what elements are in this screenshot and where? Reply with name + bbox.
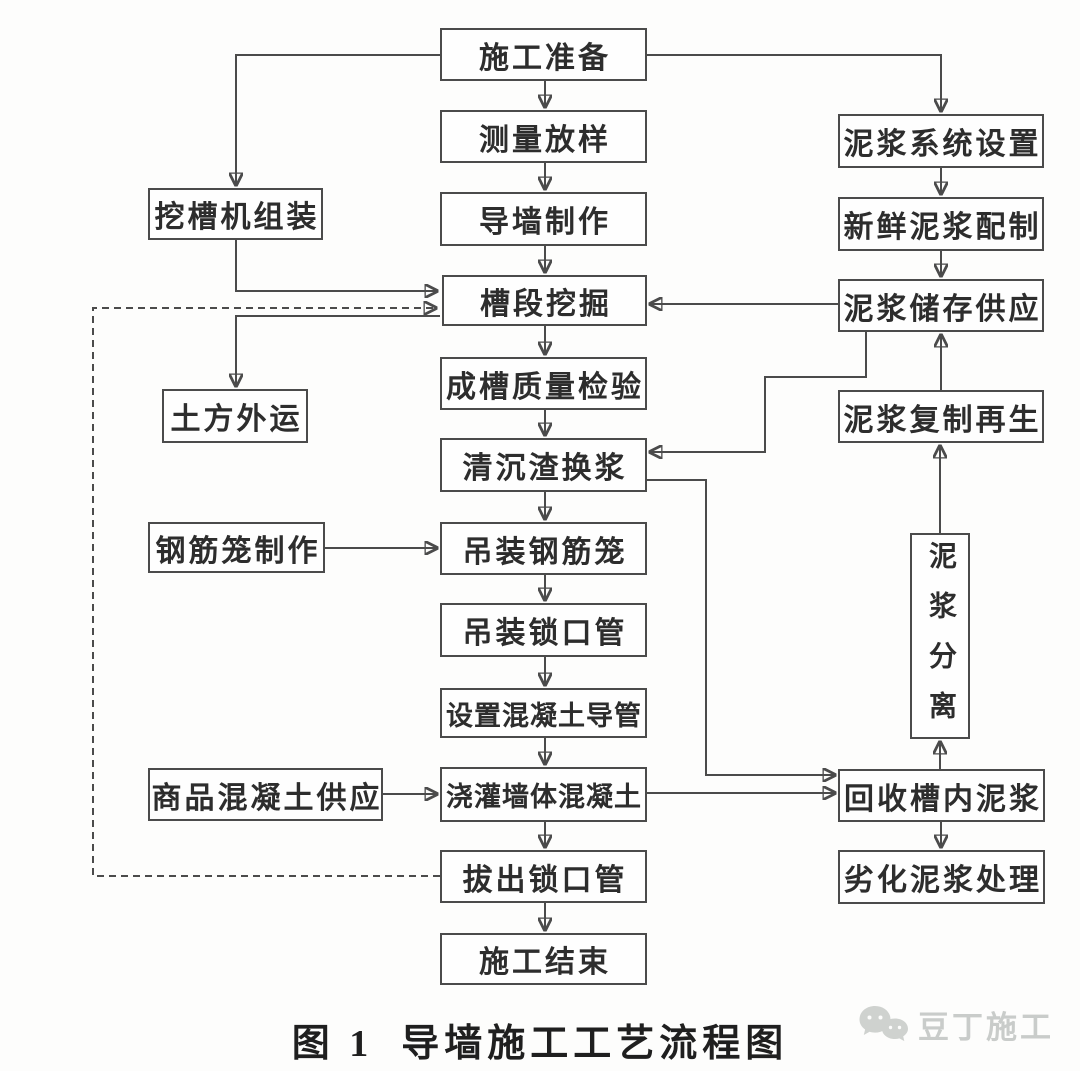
- edge-prep-slurry-system: [647, 54, 941, 111]
- edge-clean-slurry-recover-slurry: [647, 479, 835, 775]
- node-degraded-slurry: 劣化泥浆处理: [838, 850, 1045, 904]
- node-machine-assembly: 挖槽机组装: [148, 188, 323, 240]
- node-construction-prep: 施工准备: [440, 28, 647, 81]
- node-soil-removal: 土方外运: [162, 389, 308, 443]
- node-guide-wall: 导墙制作: [440, 192, 647, 246]
- edge-pull-lock-pipe-trench-excavation-dashed: [92, 308, 440, 877]
- node-slurry-regeneration: 泥浆复制再生: [838, 390, 1044, 443]
- node-slurry-system: 泥浆系统设置: [838, 114, 1044, 168]
- figure-caption-title: 导墙施工工艺流程图: [401, 1023, 789, 1065]
- node-fresh-slurry: 新鲜泥浆配制: [838, 197, 1044, 251]
- node-slurry-separation: 泥浆分离: [910, 533, 970, 741]
- node-concrete-conduit: 设置混凝土导管: [440, 688, 647, 738]
- node-clean-slurry: 清沉渣换浆: [440, 438, 647, 492]
- watermark-text: 豆丁施工: [918, 1010, 1054, 1045]
- figure-caption: 图 1 导墙施工工艺流程图: [0, 1012, 1080, 1067]
- node-trench-excavation: 槽段挖掘: [442, 275, 647, 326]
- node-concrete-supply: 商品混凝土供应: [148, 768, 383, 821]
- watermark: 豆丁施工: [856, 1002, 1054, 1047]
- node-hoist-cage: 吊装钢筋笼: [440, 522, 647, 575]
- node-survey-layout: 测量放样: [440, 110, 647, 163]
- node-slurry-storage: 泥浆储存供应: [838, 279, 1044, 332]
- node-cage-fabrication: 钢筋笼制作: [148, 522, 325, 573]
- node-hoist-lock-pipe: 吊装锁口管: [440, 603, 647, 657]
- edge-slurry-storage-clean-slurry: [650, 332, 867, 452]
- chat-bubbles-icon: [856, 1003, 910, 1047]
- edge-prep-machine-assembly: [236, 54, 440, 185]
- node-pour-concrete: 浇灌墙体混凝土: [440, 767, 647, 822]
- node-recover-slurry: 回收槽内泥浆: [838, 769, 1045, 822]
- node-pull-lock-pipe: 拔出锁口管: [440, 850, 647, 903]
- figure-caption-index: 图 1: [291, 1023, 374, 1065]
- edge-trench-excavation-soil-removal: [236, 315, 440, 386]
- edge-machine-assembly-trench-excavation: [235, 240, 437, 291]
- node-trench-quality: 成槽质量检验: [440, 357, 647, 410]
- node-finish: 施工结束: [440, 933, 647, 985]
